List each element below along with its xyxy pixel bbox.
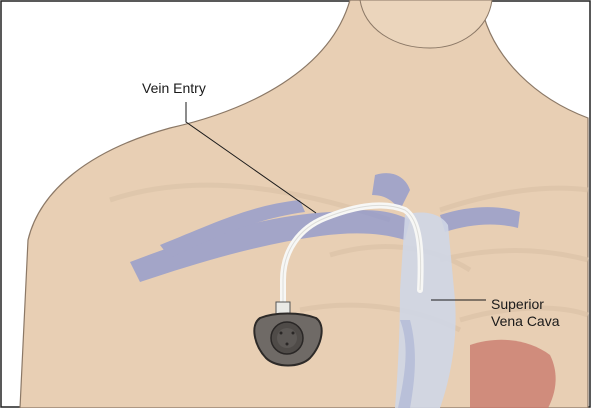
implanted-port (254, 314, 321, 366)
vein-entry-label: Vein Entry (142, 80, 206, 97)
svc-label-line2: Vena Cava (491, 313, 560, 330)
svc-label-line1: Superior (491, 296, 560, 313)
superior-vena-cava-label: Superior Vena Cava (491, 296, 560, 330)
